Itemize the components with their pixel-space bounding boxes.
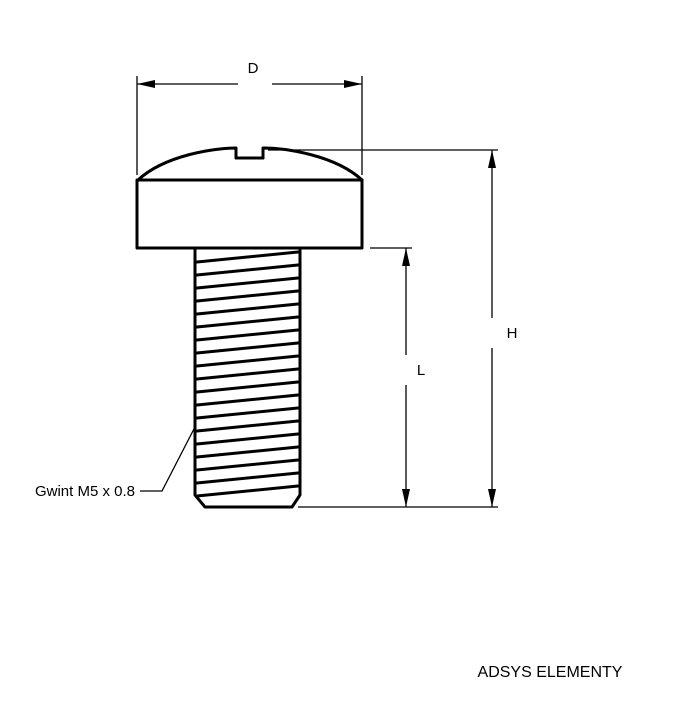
- head-dome: [136, 146, 364, 182]
- thread-line: [195, 289, 300, 303]
- thread-line: [195, 471, 300, 485]
- thread-line: [195, 406, 300, 420]
- screw-head: [135, 146, 364, 250]
- thread-line: [195, 419, 300, 433]
- thread-line: [195, 315, 300, 329]
- thread-line: [195, 341, 300, 355]
- dimension-l: L: [370, 247, 425, 507]
- thread-line: [195, 354, 300, 368]
- thread-line: [195, 484, 300, 498]
- thread-line: [195, 393, 300, 407]
- dimension-d-label: D: [248, 60, 259, 77]
- head-slot: [234, 148, 265, 160]
- thread-lines: [195, 250, 300, 498]
- thread-callout-label: Gwint M5 x 0.8: [35, 483, 135, 500]
- thread-line: [195, 380, 300, 394]
- head-body: [135, 178, 364, 250]
- thread-line: [195, 432, 300, 446]
- dimension-h-label: H: [507, 325, 518, 342]
- thread-line: [195, 328, 300, 342]
- dimension-l-label: L: [417, 362, 425, 379]
- thread-line: [195, 263, 300, 277]
- thread-line: [195, 276, 300, 290]
- thread-callout: Gwint M5 x 0.8: [35, 424, 197, 500]
- thread-line: [195, 458, 300, 472]
- brand-label: ADSYS ELEMENTY: [478, 664, 623, 681]
- dimension-h: H: [268, 149, 518, 508]
- thread-line: [195, 302, 300, 316]
- thread-line: [195, 250, 300, 264]
- thread-line: [195, 367, 300, 381]
- thread-line: [195, 445, 300, 459]
- thread-leader-line: [140, 424, 197, 492]
- dimension-d: D: [136, 60, 363, 175]
- screw-shank: [193, 246, 302, 509]
